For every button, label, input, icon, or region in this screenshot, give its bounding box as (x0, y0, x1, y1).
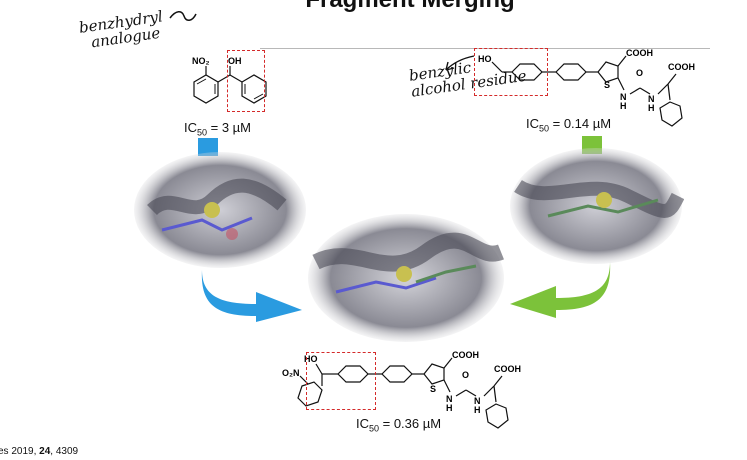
label-no2: NO₂ (192, 56, 210, 66)
label-h-1: H (620, 101, 627, 111)
slide-title: Fragment Merging (230, 0, 590, 14)
label-o2n: O₂N (282, 368, 300, 378)
citation: es 2019, 24, 4309 (0, 446, 79, 457)
squiggle-mark (169, 11, 197, 21)
label-n-1: N (620, 92, 627, 102)
label-h-2: H (648, 103, 655, 113)
label-n-merged-1: N (446, 394, 453, 404)
highlight-box-merged (306, 352, 376, 410)
merged-compound-structure: O₂N HO S COOH N H O N H COOH (282, 350, 521, 429)
label-cooh-2: COOH (668, 62, 695, 72)
label-cooh-1: COOH (626, 48, 653, 58)
ic50-merged: IC50 = 0.36 µM (356, 416, 442, 434)
svg-text:S: S (430, 384, 436, 394)
protein-pocket-merged-image (308, 214, 504, 342)
fragment-right-structure: HO S COOH N H O N H COOH (478, 48, 695, 127)
label-h-merged-1: H (446, 403, 453, 413)
ic50-left: IC50 = 3 µM (184, 120, 251, 138)
ic50-right: IC50 = 0.14 µM (526, 116, 612, 134)
annotation-arrow-icon (445, 55, 475, 71)
label-o-merged: O (462, 370, 469, 380)
fragment-left-structure: NO₂ OH (192, 56, 267, 104)
label-n-2: N (648, 94, 655, 104)
label-cooh-merged-2: COOH (494, 364, 521, 374)
protein-pocket-right-image (510, 148, 684, 264)
label-cooh-merged-1: COOH (452, 350, 479, 360)
merge-arrow-left-icon (201, 270, 302, 322)
label-n-merged-2: N (474, 396, 481, 406)
highlight-box-left (227, 50, 265, 112)
protein-pocket-left-image (134, 152, 306, 268)
left-feed-arrow (198, 138, 218, 156)
annotation-left: benzhydryl analogue (78, 7, 166, 51)
label-ho: HO (478, 54, 492, 64)
merge-arrow-right-icon (510, 262, 611, 318)
label-h-merged-2: H (474, 405, 481, 415)
label-ho-merged: HO (304, 354, 318, 364)
svg-text:S: S (604, 80, 610, 90)
label-oh: OH (228, 56, 242, 66)
label-o: O (636, 68, 643, 78)
highlight-box-right (474, 48, 548, 96)
